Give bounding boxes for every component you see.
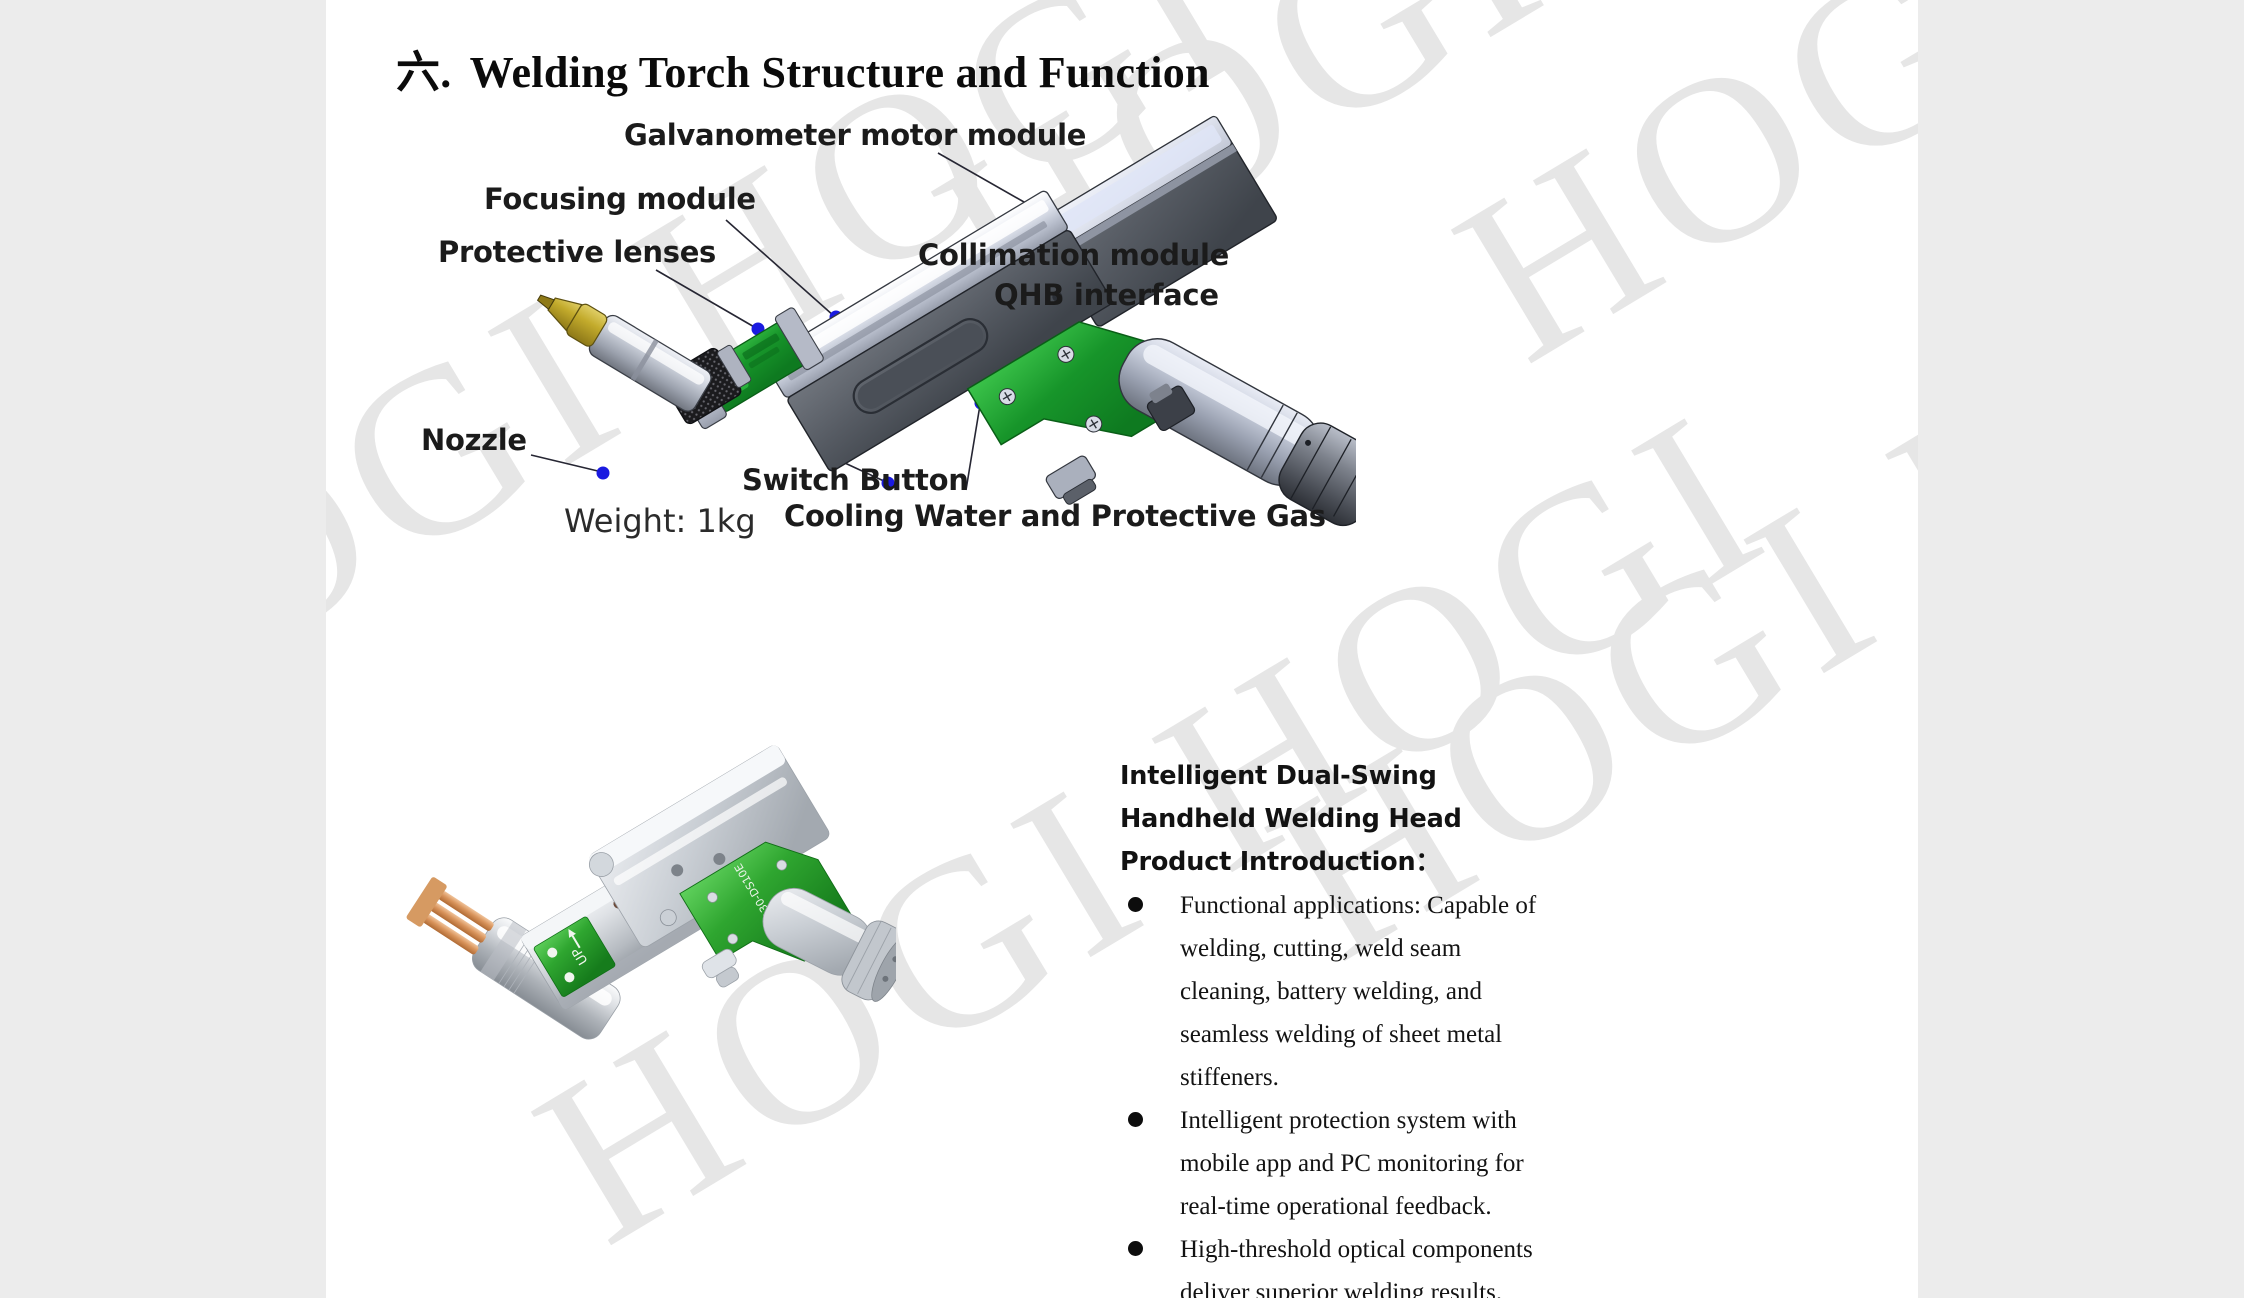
document-page: OGI HOGI HOGI HOGI HOGI HO HOGI HOGI HOG… (326, 0, 1918, 1298)
product-heading-line1: Intelligent Dual-Swing Handheld Welding … (1120, 761, 1462, 834)
page-title: 六. Welding Torch Structure and Function (396, 36, 1210, 100)
product-heading-line2: Product Introduction： (1120, 847, 1441, 877)
list-item: High-threshold optical components delive… (1120, 1228, 1540, 1298)
list-item-text: Intelligent protection system with mobil… (1180, 1107, 1524, 1220)
page-title-text: Welding Torch Structure and Function (469, 48, 1210, 97)
list-item-text: Functional applications: Capable of weld… (1180, 892, 1537, 1091)
bullet-dot-icon (1128, 897, 1143, 912)
weight-text: Weight: 1kg (564, 502, 756, 540)
bullet-dot-icon (1128, 1241, 1143, 1256)
list-item: Intelligent protection system with mobil… (1120, 1099, 1540, 1228)
label-galvanometer-motor-module: Galvanometer motor module (624, 118, 1087, 152)
bullet-dot-icon (1128, 1112, 1143, 1127)
list-item: Functional applications: Capable of weld… (1120, 884, 1540, 1099)
welding-torch-cad-illustration (536, 115, 1356, 527)
label-switch-button: Switch Button (742, 463, 969, 497)
product-introduction-block: Intelligent Dual-Swing Handheld Welding … (1120, 755, 1540, 1298)
product-feature-list: Functional applications: Capable of weld… (1120, 884, 1540, 1298)
list-item-text: High-threshold optical components delive… (1180, 1236, 1533, 1298)
label-collimation-module: Collimation module (918, 238, 1230, 272)
label-focusing-module: Focusing module (484, 182, 756, 216)
label-qhb-interface: QHB interface (994, 278, 1219, 312)
label-cooling-water-and-protective-gas: Cooling Water and Protective Gas (784, 499, 1326, 533)
label-protective-lenses: Protective lenses (438, 235, 717, 269)
page-title-number: 六. (396, 48, 452, 97)
welding-head-product-photo: UP (406, 745, 896, 1040)
torch-diagram: Galvanometer motor module Focusing modul… (326, 110, 1918, 770)
label-nozzle: Nozzle (421, 423, 527, 457)
